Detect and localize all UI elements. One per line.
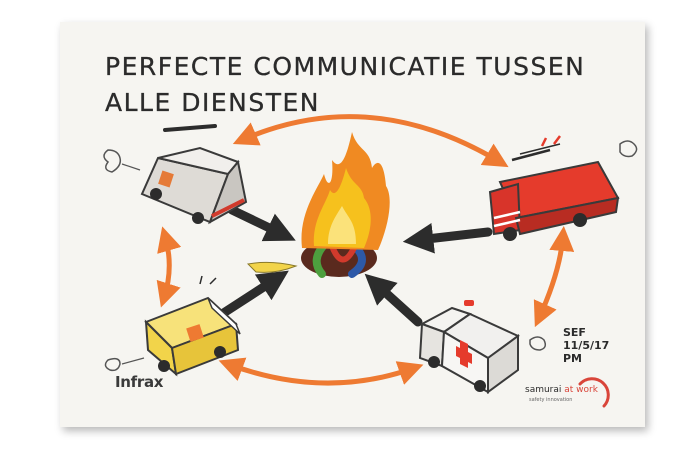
black-arrows bbox=[217, 205, 493, 327]
signature-name: SEF bbox=[563, 326, 586, 339]
arrow-firetruck-to-fire bbox=[402, 223, 493, 254]
arrow-bottom bbox=[218, 357, 424, 386]
fire-truck bbox=[488, 135, 638, 241]
title-line-2: ALLE DIENSTEN bbox=[105, 88, 320, 117]
signature-time: PM bbox=[563, 352, 583, 365]
splash bbox=[246, 261, 298, 273]
sketch-card: PERFECTE COMMUNICATIE TUSSEN ALLE DIENST… bbox=[60, 22, 645, 427]
infrax-logo: Infrax bbox=[115, 373, 164, 391]
samurai-logo-name: samurai bbox=[525, 385, 562, 395]
samurai-logo-mark bbox=[578, 377, 610, 408]
arrow-van-to-fire bbox=[227, 205, 296, 242]
arrow-left bbox=[156, 226, 182, 308]
title-line-1: PERFECTE COMMUNICATIE TUSSEN bbox=[105, 52, 586, 81]
arrow-ambulance-to-fire bbox=[364, 273, 423, 327]
signature: SEF 11/5/17 PM bbox=[563, 326, 609, 365]
hose-red bbox=[329, 243, 357, 263]
signature-date: 11/5/17 bbox=[563, 339, 610, 352]
illustration bbox=[103, 114, 638, 408]
fire bbox=[246, 132, 390, 278]
samurai-logo-accent: at work bbox=[564, 385, 598, 395]
arrow-yellowvan-to-fire bbox=[217, 270, 289, 319]
ambulance bbox=[418, 300, 547, 394]
orange-arrows bbox=[156, 114, 575, 386]
samurai-logo-text: samurai at work bbox=[525, 385, 598, 395]
yellow-van bbox=[104, 275, 241, 377]
samurai-logo-tagline: safety innovation bbox=[529, 397, 573, 403]
arrow-top bbox=[232, 114, 509, 168]
arrow-right bbox=[533, 226, 575, 328]
flame-inner bbox=[328, 206, 356, 244]
utility-van bbox=[103, 124, 248, 225]
